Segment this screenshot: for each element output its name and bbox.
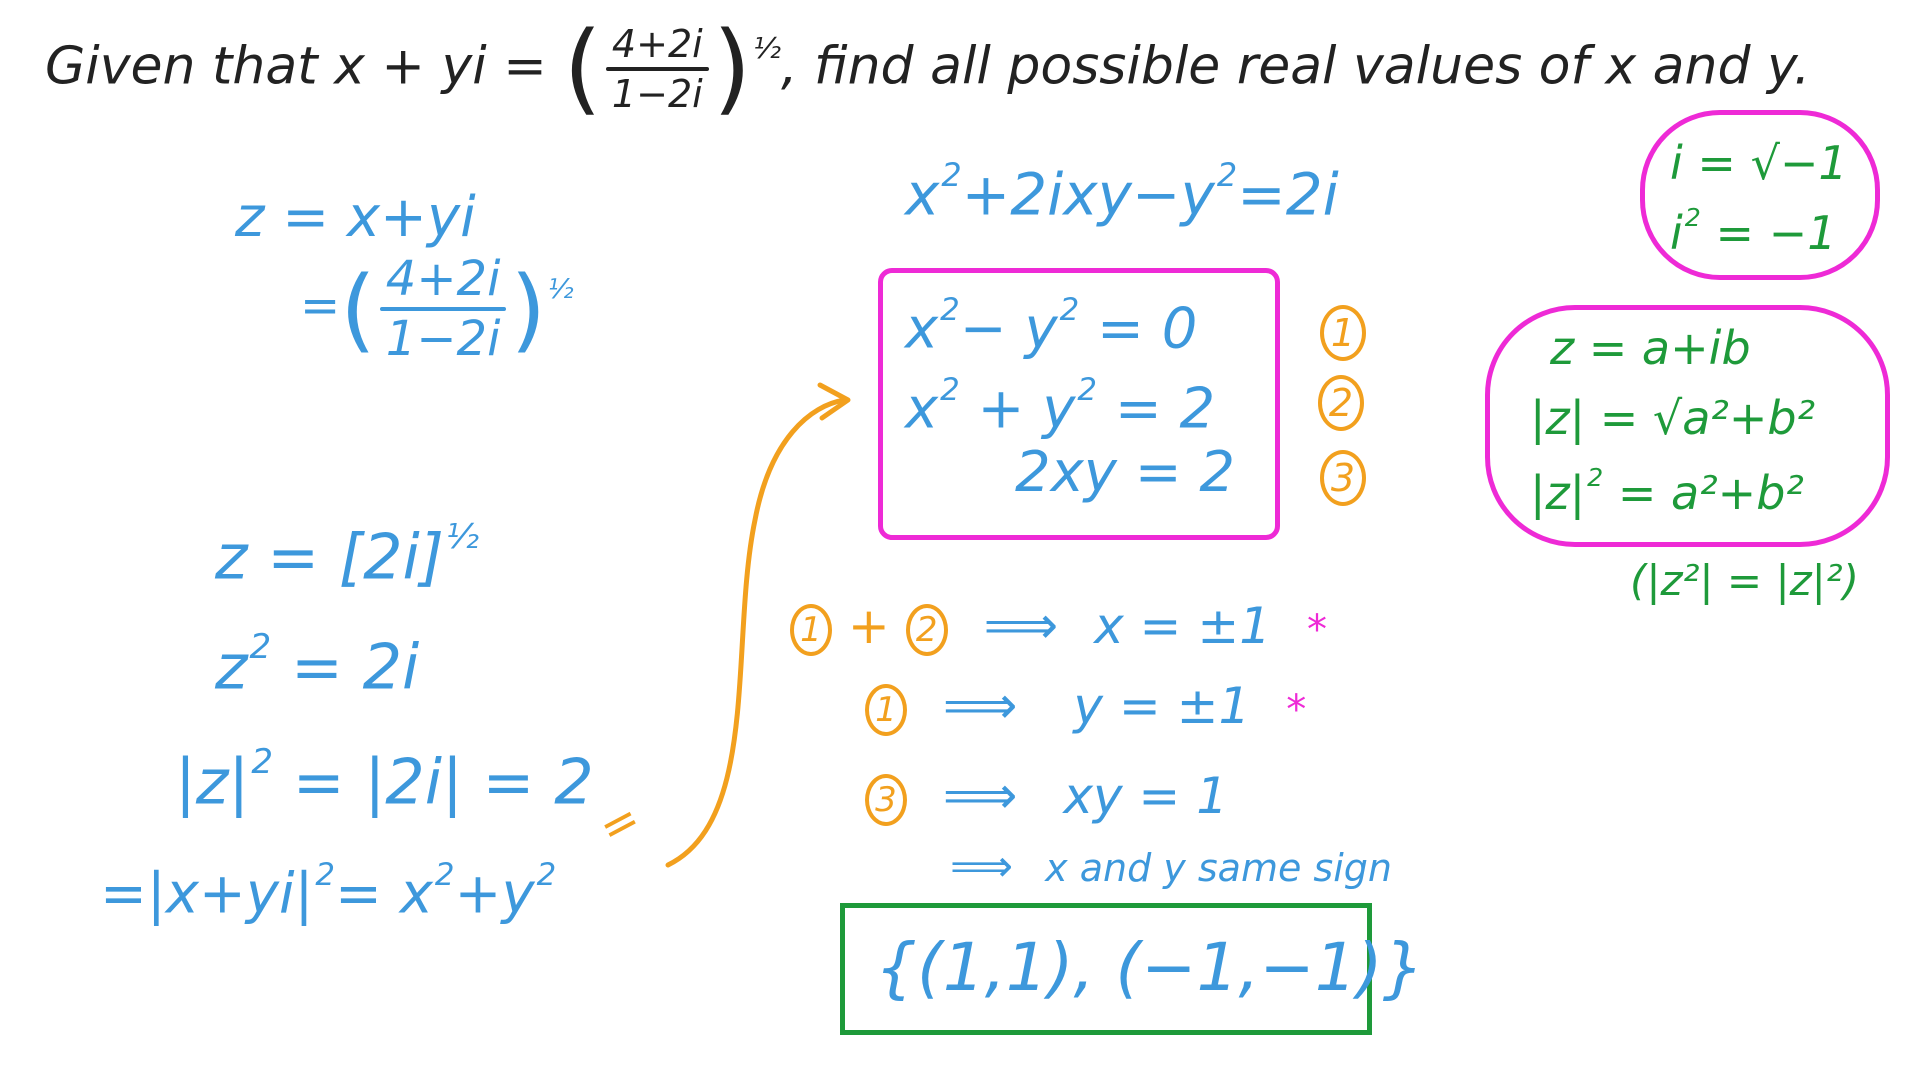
question-left-paren: ( <box>563 11 602 126</box>
left-line-6-a-power: 2 <box>315 857 336 893</box>
left-line-2-lparen: ( <box>340 255 376 363</box>
left-line-6-b-power: 2 <box>434 857 455 893</box>
expanded-a: x <box>905 160 940 229</box>
left-line-5: |z|2 = |2i| = 2 <box>175 745 594 814</box>
step-1-plus: + <box>847 597 890 655</box>
equation-label-1: 1 <box>1320 305 1366 361</box>
expanded-b-power: 2 <box>1216 156 1238 194</box>
question-frac-den: 1−2i <box>611 72 703 117</box>
equation-1-a: x <box>905 296 939 362</box>
note-1-line-b: i2 = −1 <box>1670 205 1837 256</box>
step-1-label-a: 1 <box>790 603 832 656</box>
note-box-modulus <box>1485 305 1890 547</box>
equation-1-b-power: 2 <box>1059 292 1080 328</box>
equation-2-b-power: 2 <box>1077 372 1098 408</box>
equation-1-b: − y <box>959 296 1058 362</box>
connector-arrow <box>665 382 851 868</box>
step-4-arrow: ⟹ <box>950 841 1014 892</box>
expanded-b: +2ixy−y <box>961 160 1215 229</box>
left-line-1: z = x+yi <box>235 185 476 250</box>
question-fraction: 4+2i 1−2i <box>605 22 709 117</box>
step-3-label: 3 <box>865 773 907 826</box>
left-line-4-rest: = 2i <box>271 630 420 704</box>
step-2: 1 ⟹ y = ±1 * <box>865 680 1306 736</box>
note-2-line-c: |z|2 = a²+b² <box>1530 465 1804 516</box>
left-line-4-power: 2 <box>249 627 272 667</box>
step-2-label: 1 <box>865 683 907 736</box>
left-line-2-eq: = <box>300 278 341 334</box>
note-2-line-c-rest: = a²+b² <box>1603 465 1804 520</box>
step-2-star: * <box>1286 687 1307 733</box>
left-line-2-power: ½ <box>548 274 574 306</box>
note-1-line-b-rest: = −1 <box>1700 205 1837 260</box>
step-3-result: xy = 1 <box>1063 767 1229 825</box>
step-1-star: * <box>1306 607 1327 653</box>
left-line-2-num: 4+2i <box>385 251 501 307</box>
left-line-4: z2 = 2i <box>215 630 419 699</box>
equation-system-box <box>878 268 1280 540</box>
expanded-equation: x2+2ixy−y2=2i <box>905 159 1339 224</box>
left-line-2-den: 1−2i <box>385 311 501 367</box>
double-underline: = <box>589 790 649 856</box>
note-1-line-a: i = √−1 <box>1670 136 1848 190</box>
left-line-6-b: = x <box>335 861 433 927</box>
left-line-2-bar <box>379 307 507 311</box>
question-power: ½ <box>753 30 781 65</box>
question-frac-num: 4+2i <box>611 22 703 67</box>
question-frac-bar <box>605 67 709 72</box>
step-4: ⟹ x and y same sign <box>950 845 1392 889</box>
equation-2: x2 + y2 = 2 <box>905 375 1215 438</box>
equation-1: x2− y2 = 0 <box>905 295 1197 358</box>
left-line-6-a: =|x+yi| <box>100 861 314 927</box>
note-2-line-a: z = a+ib <box>1550 321 1751 375</box>
note-2-line-c-power: 2 <box>1587 463 1604 492</box>
left-line-3: z = [2i]½ <box>215 520 479 589</box>
question-prefix: Given that x + yi = <box>45 36 564 97</box>
equation-2-a: x <box>905 376 939 442</box>
left-line-4-main: z <box>215 630 248 704</box>
equation-2-b: + y <box>959 376 1076 442</box>
equation-3: 2xy = 2 <box>1015 440 1236 505</box>
equation-label-3: 3 <box>1320 450 1366 506</box>
left-line-2-rparen: ) <box>510 255 547 363</box>
expanded-a-power: 2 <box>941 156 962 194</box>
question-suffix: , find all possible real values of x and… <box>780 36 1811 97</box>
answer-text: {(1,1), (−1,−1)} <box>875 929 1425 1006</box>
step-3-arrow: ⟹ <box>942 766 1018 826</box>
left-line-6-c: +y <box>454 861 535 927</box>
question-right-paren: ) <box>712 11 752 126</box>
equation-label-2: 2 <box>1318 375 1364 431</box>
step-1-result: x = ±1 <box>1094 597 1272 655</box>
step-1-arrow: ⟹ <box>983 596 1059 656</box>
note-2-line-c-main: |z| <box>1530 465 1586 520</box>
left-line-5-power: 2 <box>251 742 274 782</box>
step-2-arrow: ⟹ <box>942 676 1018 736</box>
note-1-line-b-power: 2 <box>1684 203 1701 232</box>
note-box-imaginary <box>1640 110 1880 280</box>
expanded-c: =2i <box>1237 160 1339 229</box>
step-3: 3 ⟹ xy = 1 <box>865 770 1228 826</box>
left-line-5-main: |z| <box>175 745 250 819</box>
equation-1-a-power: 2 <box>940 292 960 328</box>
left-line-5-rest: = |2i| = 2 <box>273 745 594 819</box>
left-line-6: =|x+yi|2= x2+y2 <box>100 860 556 923</box>
equation-2-c: = 2 <box>1097 376 1216 442</box>
left-line-3-main: z = [2i] <box>215 520 444 594</box>
answer-box <box>840 903 1372 1035</box>
note-3: (|z²| = |z|²) <box>1630 556 1860 605</box>
equation-1-c: = 0 <box>1079 296 1198 362</box>
step-1-label-b: 2 <box>905 603 948 656</box>
note-2-line-b: |z| = √a²+b² <box>1530 391 1816 445</box>
step-4-result: x and y same sign <box>1045 846 1392 890</box>
left-line-3-power: ½ <box>445 517 479 557</box>
equation-2-a-power: 2 <box>940 372 960 408</box>
step-1: 1 + 2 ⟹ x = ±1 * <box>790 600 1327 656</box>
step-2-result: y = ±1 <box>1073 677 1251 735</box>
left-line-6-c-power: 2 <box>536 857 557 893</box>
note-1-line-b-main: i <box>1670 205 1683 260</box>
